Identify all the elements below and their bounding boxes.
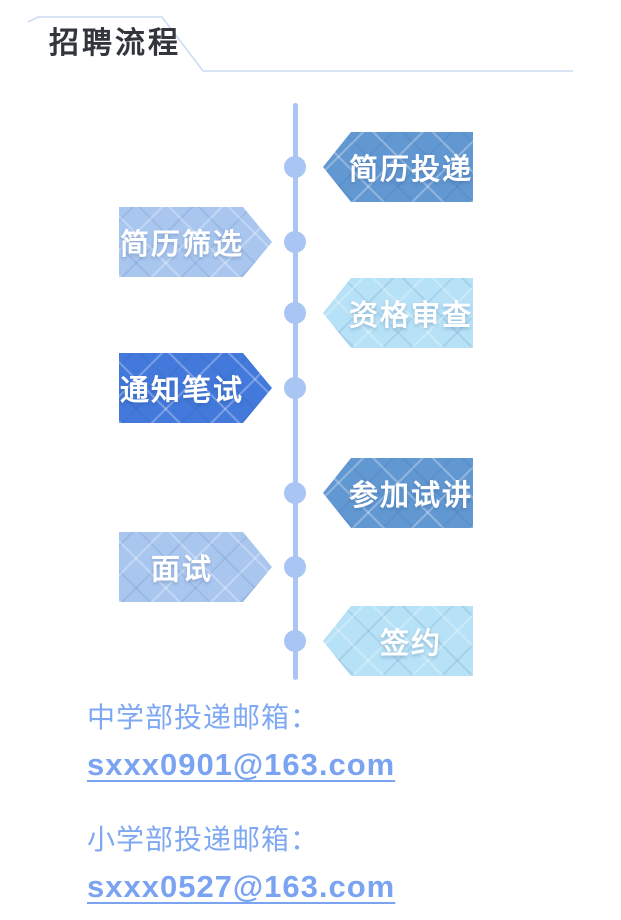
header-decor-line — [27, 16, 573, 72]
step-label: 通知笔试 — [119, 375, 244, 407]
middle-school-email-link[interactable]: sxxx0901@163.com — [87, 747, 396, 782]
page-title: 招聘流程 — [49, 27, 181, 60]
timeline-dot — [284, 630, 306, 652]
timeline-dot — [284, 302, 306, 324]
primary-school-email-link[interactable]: sxxx0527@163.com — [87, 869, 396, 904]
timeline-dot — [284, 231, 306, 253]
middle-school-email-label: 中学部投递邮箱： — [87, 702, 320, 733]
step-signing: 签约 — [323, 606, 473, 676]
step-label: 简历投递 — [349, 154, 474, 186]
step-label: 面试 — [150, 554, 213, 586]
timeline-dot — [284, 482, 306, 504]
step-resume-submission: 简历投递 — [323, 132, 473, 202]
step-label: 资格审查 — [349, 300, 474, 332]
contact-block: 中学部投递邮箱： sxxx0901@163.com 小学部投递邮箱： sxxx0… — [87, 700, 395, 920]
step-label: 签约 — [379, 628, 442, 660]
step-label: 简历筛选 — [119, 229, 244, 261]
step-interview: 面试 — [119, 532, 272, 602]
timeline-dot — [284, 377, 306, 399]
timeline-dot — [284, 156, 306, 178]
step-written-test-notice: 通知笔试 — [119, 353, 272, 423]
step-trial-lecture: 参加试讲 — [323, 458, 473, 528]
step-qualification-review: 资格审查 — [323, 278, 473, 348]
step-label: 参加试讲 — [349, 480, 474, 512]
step-resume-screening: 简历筛选 — [119, 207, 272, 277]
timeline-dot — [284, 556, 306, 578]
primary-school-email-label: 小学部投递邮箱： — [87, 824, 320, 855]
